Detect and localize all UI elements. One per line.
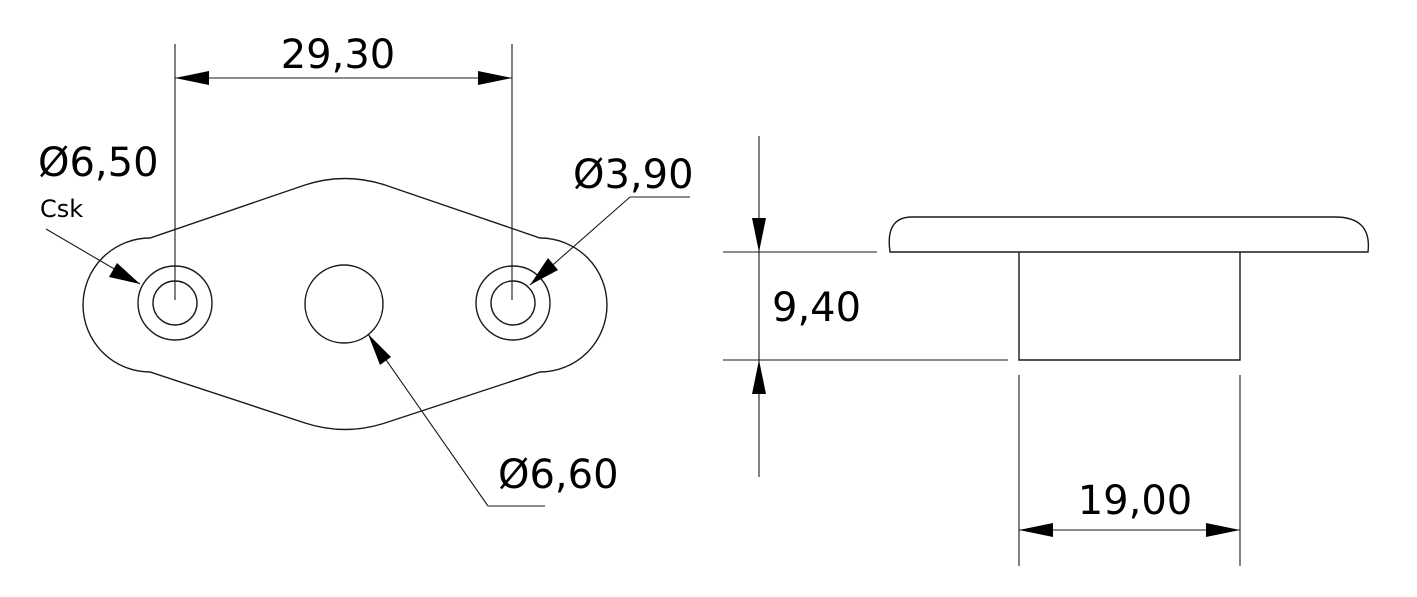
arrow-head bbox=[1019, 523, 1053, 537]
dim-center-hole-diameter: Ø6,60 bbox=[367, 333, 619, 507]
plate-outline bbox=[82, 177, 608, 431]
arrow-head bbox=[175, 71, 209, 85]
arrow-head bbox=[368, 334, 391, 365]
right-hole-circle bbox=[490, 280, 536, 326]
dim-csk-note-label: Csk bbox=[40, 195, 83, 223]
arrow-head bbox=[1206, 523, 1240, 537]
dim-height: 9,40 bbox=[723, 136, 1008, 477]
dim-center-hole-diameter-label: Ø6,60 bbox=[498, 452, 619, 498]
dim-center-distance: 29,30 bbox=[174, 32, 513, 300]
arrow-head bbox=[109, 263, 140, 284]
dim-csk-diameter-label: Ø6,50 bbox=[38, 140, 159, 186]
side-view: 9,40 19,00 bbox=[723, 136, 1370, 566]
dim-width: 19,00 bbox=[1018, 375, 1241, 566]
arrow-head bbox=[752, 218, 766, 252]
arrow-head bbox=[530, 258, 558, 285]
arrow-head bbox=[752, 360, 766, 394]
dim-small-hole-diameter-label: Ø3,90 bbox=[573, 152, 694, 198]
dim-height-label: 9,40 bbox=[772, 285, 861, 331]
shank-profile bbox=[1018, 252, 1241, 361]
dim-width-label: 19,00 bbox=[1078, 478, 1193, 524]
right-hole-outer-circle bbox=[475, 265, 551, 341]
center-hole-circle bbox=[304, 264, 384, 344]
dim-small-hole-diameter: Ø3,90 bbox=[529, 152, 694, 286]
top-view: 29,30 Ø6,50 Csk Ø3,90 Ø6,60 bbox=[38, 32, 694, 507]
dim-csk-diameter: Ø6,50 Csk bbox=[38, 140, 159, 285]
arrow-head bbox=[478, 71, 512, 85]
dim-center-distance-label: 29,30 bbox=[281, 32, 396, 78]
head-profile bbox=[888, 216, 1370, 253]
